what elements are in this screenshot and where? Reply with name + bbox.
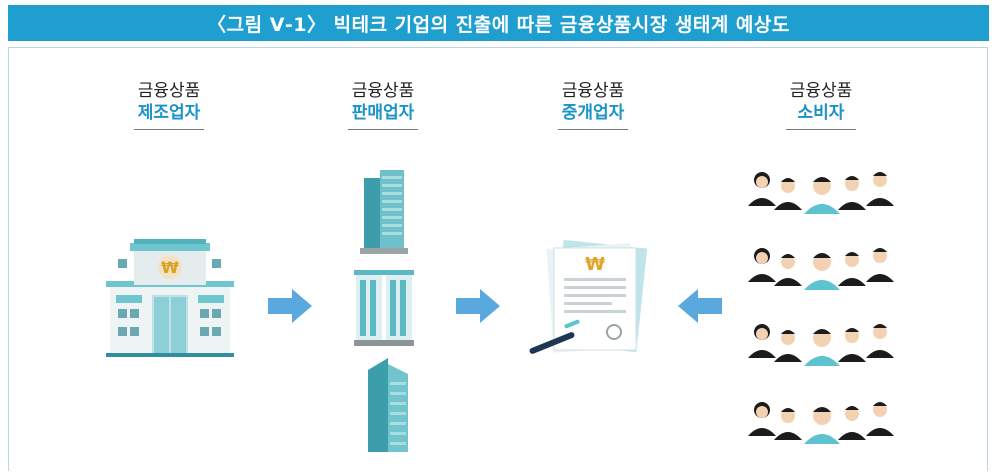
consumer-group-icon xyxy=(748,402,894,444)
consumer-group-icon xyxy=(748,172,894,214)
figure-title-text: 〈그림 Ⅴ-1〉 빅테크 기업의 진출에 따른 금융상품시장 생태계 예상도 xyxy=(207,13,790,36)
column-label-broker: 금융상품 중개업자 xyxy=(518,80,668,130)
column-label-consumer: 금융상품 소비자 xyxy=(746,80,896,130)
apartment-building-icon xyxy=(354,270,414,346)
diagram-frame xyxy=(8,47,988,471)
bank-building-icon: ₩ xyxy=(106,239,234,357)
contract-document-icon: ₩ xyxy=(529,239,648,354)
won-symbol-contract: ₩ xyxy=(585,254,605,275)
arrow-right-icon xyxy=(456,289,500,323)
office-tower-icon xyxy=(360,170,408,254)
column-label-line1: 금융상품 xyxy=(561,81,625,101)
figure-title: 〈그림 Ⅴ-1〉 빅테크 기업의 진출에 따른 금융상품시장 생태계 예상도 xyxy=(8,5,989,41)
column-label-line2: 제조업자 xyxy=(134,102,204,130)
column-label-line2: 중개업자 xyxy=(558,102,628,130)
consumer-group-icon xyxy=(748,324,894,366)
won-symbol-bank: ₩ xyxy=(161,258,179,277)
column-label-line2: 판매업자 xyxy=(348,102,418,130)
arrow-left-icon xyxy=(678,289,722,323)
column-label-line1: 금융상품 xyxy=(789,81,853,101)
column-label-line1: 금융상품 xyxy=(351,81,415,101)
column-label-seller: 금융상품 판매업자 xyxy=(308,80,458,130)
consumer-group-icon xyxy=(748,248,894,290)
column-label-line2: 소비자 xyxy=(786,102,856,130)
arrow-right-icon xyxy=(268,289,312,323)
skyscraper-icon xyxy=(368,358,408,452)
column-label-line1: 금융상품 xyxy=(137,81,201,101)
column-label-manufacturer: 금융상품 제조업자 xyxy=(94,80,244,130)
